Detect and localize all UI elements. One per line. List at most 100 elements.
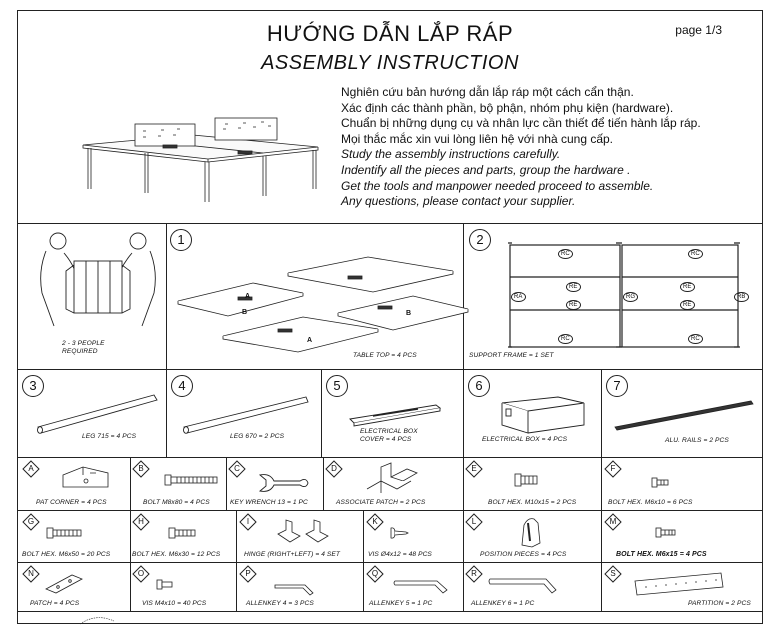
- intro-line-en-3: Get the tools and manpower needed procee…: [341, 178, 654, 193]
- part-number-6: 6: [468, 375, 490, 397]
- people-required-line1: 2 - 3 PEOPLE: [62, 340, 105, 347]
- associate-patch-icon: [366, 462, 418, 493]
- caption-pat-corner: PAT CORNER = 4 PCS: [36, 499, 107, 506]
- title-english: ASSEMBLY INSTRUCTION: [261, 52, 519, 74]
- hardware-label-r: R: [465, 565, 483, 583]
- grid-line: [18, 457, 762, 458]
- caption-bolt-m6x30: BOLT HEX. M6x30 = 12 PCS: [132, 551, 221, 558]
- intro-line-en-2: Indentify all the pieces and parts, grou…: [341, 162, 631, 177]
- bolt-m6x50-icon: [46, 527, 82, 539]
- hardware-label-q: Q: [366, 565, 384, 583]
- part-number-5: 5: [326, 375, 348, 397]
- bolt-m6x30-icon: [168, 527, 196, 539]
- part-number-2: 2: [469, 229, 491, 251]
- bolt-m6x10-icon: [651, 477, 669, 488]
- grid-line: [363, 510, 364, 562]
- table-top-label-a2: A: [307, 337, 313, 344]
- instruction-sheet: HƯỚNG DẪN LẮP RÁP ASSEMBLY INSTRUCTION p…: [17, 10, 763, 625]
- caption-alu-rails: ALU. RAILS = 2 PCS: [665, 437, 729, 444]
- grid-line: [166, 223, 167, 369]
- part-number-1: 1: [170, 229, 192, 251]
- table-top-label-b: B: [242, 309, 248, 316]
- caption-bolt-m6x15: BOLT HEX. M6x15 = 4 PCS: [616, 551, 707, 558]
- grid-line: [601, 510, 602, 562]
- decorative-arc: [79, 617, 115, 625]
- frame-code: RC: [558, 249, 573, 259]
- hardware-label-a: A: [22, 460, 40, 478]
- allenkey-6-icon: [488, 578, 557, 594]
- electrical-box-cover-illustration: [349, 404, 442, 427]
- caption-support-frame: SUPPORT FRAME = 1 SET: [469, 352, 554, 359]
- grid-line: [463, 457, 464, 510]
- part-number-3: 3: [22, 375, 44, 397]
- leg-715-illustration: [37, 394, 158, 434]
- caption-allenkey-6: ALLENKEY 6 = 1 PC: [471, 600, 535, 607]
- key-wrench-icon: [258, 474, 309, 492]
- hardware-label-d: D: [325, 460, 343, 478]
- grid-line: [236, 562, 237, 611]
- grid-line: [166, 369, 167, 457]
- grid-line: [18, 510, 762, 511]
- intro-line-vi-4: Mọi thắc mắc xin vui lòng liên hệ với nh…: [341, 131, 614, 146]
- vis-4x12-icon: [390, 527, 409, 539]
- grid-line: [463, 562, 464, 611]
- grid-line: [18, 369, 762, 370]
- grid-line: [363, 562, 364, 611]
- frame-code: RC: [688, 334, 703, 344]
- caption-bolt-m6x50: BOLT HEX. M6x50 = 20 PCS: [22, 551, 111, 558]
- frame-code: RE: [680, 300, 695, 310]
- caption-associate-patch: ASSOCIATE PATCH = 2 PCS: [336, 499, 426, 506]
- table-top-illustration: [177, 256, 469, 353]
- hardware-label-g: G: [22, 513, 40, 531]
- frame-code: RE: [680, 282, 695, 292]
- table-top-label-a: A: [245, 293, 251, 300]
- caption-key-wrench: KEY WRENCH 13 = 1 PC: [230, 499, 308, 506]
- table-top-label-b2: B: [406, 310, 412, 317]
- vis-m4x10-icon: [156, 579, 173, 590]
- intro-line-vi-3: Chuẩn bị những dụng cụ và nhân lực cần t…: [341, 116, 701, 131]
- hardware-label-p: P: [239, 565, 257, 583]
- grid-line: [130, 510, 131, 562]
- allenkey-4-icon: [274, 584, 314, 596]
- page-number: page 1/3: [675, 23, 722, 37]
- caption-bolt-m6x10: BOLT HEX. M6x10 = 6 PCS: [608, 499, 693, 506]
- hardware-label-l: L: [465, 513, 483, 531]
- hardware-label-s: S: [604, 565, 622, 583]
- grid-line: [18, 223, 762, 224]
- caption-position-pieces: POSITION PIECES = 4 PCS: [480, 551, 567, 558]
- grid-line: [226, 457, 227, 510]
- bolt-m10x15-icon: [514, 473, 538, 487]
- caption-leg-670: LEG 670 = 2 PCS: [230, 433, 285, 440]
- caption-electrical-box-cover-1: ELECTRICAL BOX: [360, 428, 418, 435]
- position-pieces-icon: [521, 518, 541, 548]
- caption-hinge: HINGE (RIGHT+LEFT) = 4 SET: [244, 551, 341, 558]
- grid-line: [321, 369, 322, 457]
- caption-partition: PARTITION = 2 PCS: [688, 600, 751, 607]
- hardware-label-o: O: [132, 565, 150, 583]
- alu-rails-illustration: [614, 400, 754, 431]
- intro-line-vi-2: Xác định các thành phần, bộ phận, nhóm p…: [341, 100, 674, 115]
- grid-line: [601, 369, 602, 457]
- hinge-icon: [277, 519, 329, 543]
- part-number-4: 4: [171, 375, 193, 397]
- frame-code: RB: [734, 292, 749, 302]
- caption-vis-m4x10: VIS M4x10 = 40 PCS: [142, 600, 207, 607]
- title-vietnamese: HƯỚNG DẪN LẮP RÁP: [266, 21, 514, 46]
- hardware-label-n: N: [22, 565, 40, 583]
- hardware-label-e: E: [465, 460, 483, 478]
- grid-line: [130, 562, 131, 611]
- hardware-label-i: I: [239, 513, 257, 531]
- frame-code: RE: [566, 300, 581, 310]
- caption-bolt-m10x15: BOLT HEX. M10x15 = 2 PCS: [488, 499, 577, 506]
- electrical-box-illustration: [501, 396, 585, 434]
- grid-line: [323, 457, 324, 510]
- desk-illustration: [82, 117, 319, 202]
- grid-line: [18, 562, 762, 563]
- grid-line: [601, 457, 602, 510]
- hardware-label-m: M: [604, 513, 622, 531]
- bolt-m6x15-icon: [655, 527, 676, 538]
- caption-leg-715: LEG 715 = 4 PCS: [82, 433, 137, 440]
- intro-text: Nghiên cứu bản hướng dẫn lắp ráp một các…: [341, 85, 701, 210]
- grid-line: [463, 369, 464, 457]
- frame-code: RG: [623, 292, 639, 302]
